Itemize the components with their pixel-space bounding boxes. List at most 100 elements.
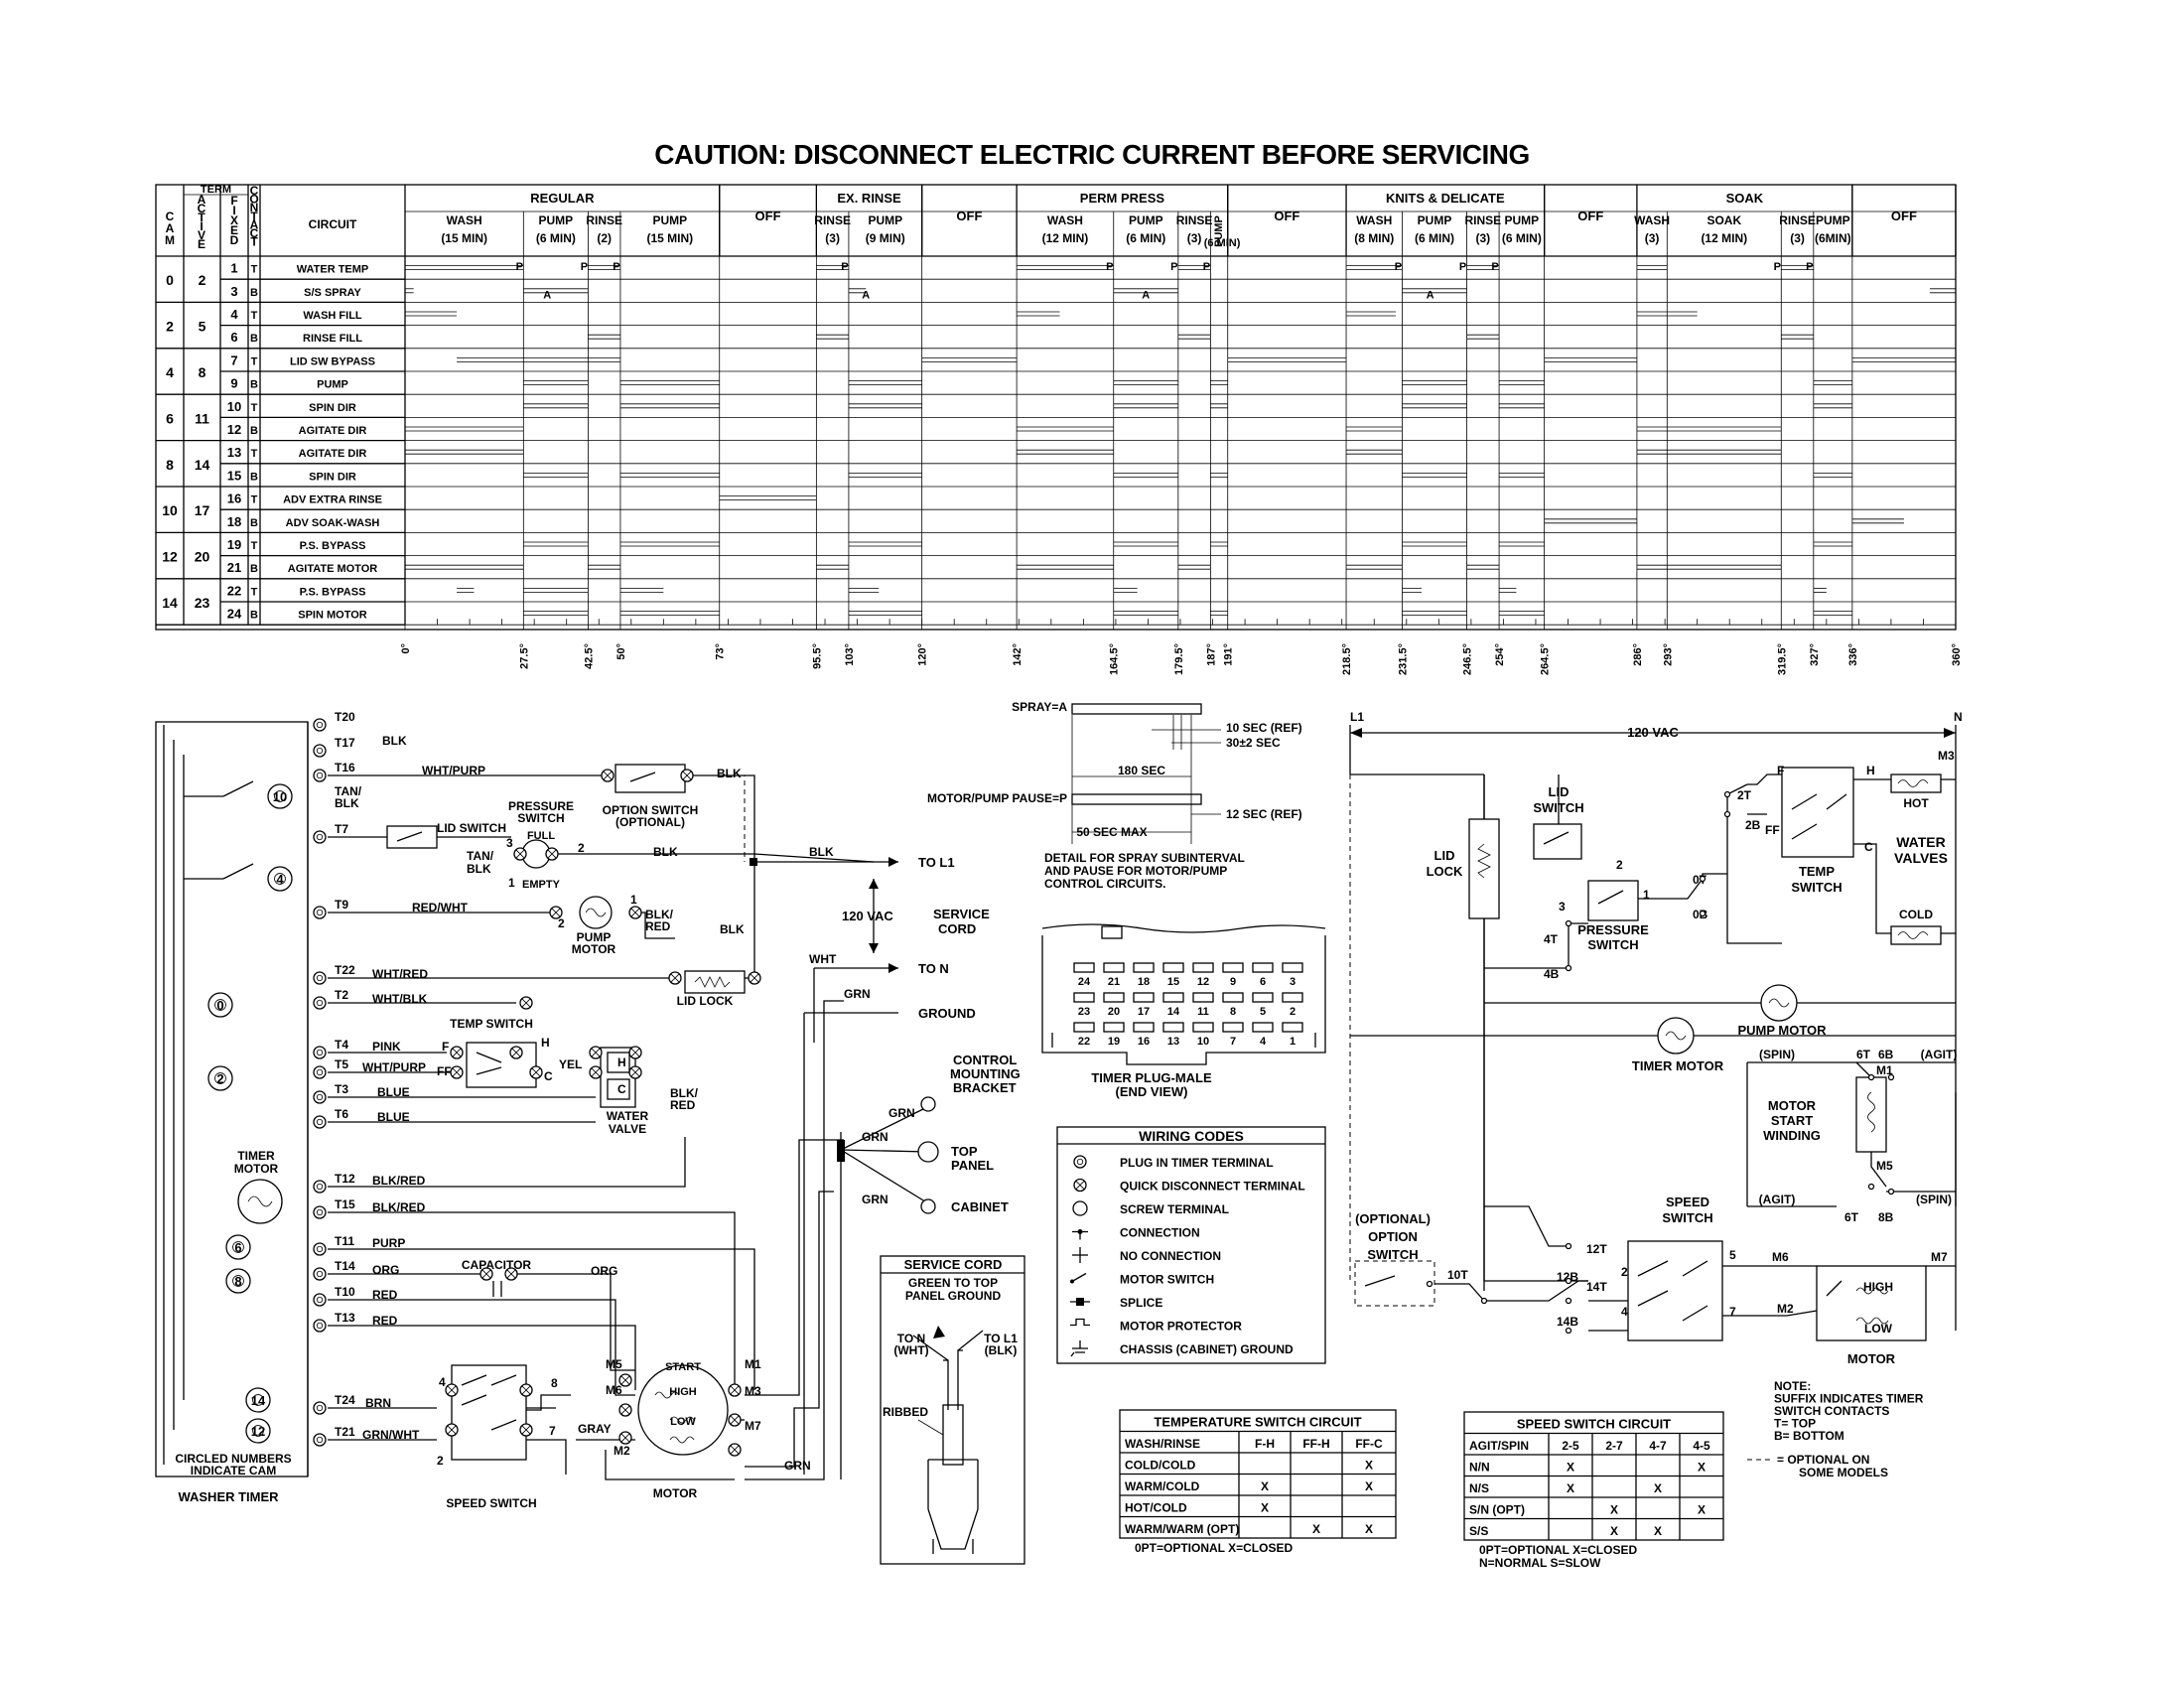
plug-pin-slot [1252, 992, 1274, 1003]
plug-pin-number: 1 [1290, 1036, 1296, 1048]
timer-terminal-t13 [313, 1319, 327, 1333]
plug-pin-number: 23 [1078, 1006, 1090, 1018]
active-term: 14 [195, 457, 210, 473]
schematic-terminal-label: 10T [1447, 1268, 1468, 1282]
contact-point [1867, 1183, 1875, 1191]
sub-duration: (6 MIN) [1126, 231, 1165, 245]
table-footer: 0PT=OPTIONAL X=CLOSED [1479, 1543, 1637, 1557]
circuit-name: AGITATE DIR [299, 448, 367, 460]
wire-color-label: RED [670, 1098, 696, 1112]
spray-marker: A [1427, 289, 1434, 301]
sub-duration: (8 MIN) [1354, 231, 1394, 245]
pressure-switch-label: SWITCH [1587, 937, 1638, 952]
plug-pin-number: 5 [1260, 1006, 1266, 1018]
optional-option-switch-label: SWITCH [1367, 1247, 1418, 1262]
lid-switch-label: LID [1549, 784, 1570, 799]
qd-cross [452, 1067, 462, 1077]
table-footer: 0PT=OPTIONAL X=CLOSED [1135, 1541, 1293, 1555]
capacitor-label: CAPACITOR [462, 1258, 532, 1272]
cam-switch-blade [222, 780, 254, 797]
terminal-label-t24: T24 [335, 1393, 355, 1407]
table-cell: WARM/WARM (OPT) [1125, 1522, 1239, 1536]
degree-label: 95.5° [811, 643, 823, 669]
contact-type: T [251, 586, 258, 598]
service-cord-note: GREEN TO TOP [908, 1276, 998, 1290]
contact-type: B [250, 563, 258, 575]
contact-type: B [250, 610, 258, 622]
terminal-label-t14: T14 [335, 1259, 355, 1273]
wire-color-label: TAN/ [467, 849, 494, 863]
motor-high-label: HIGH [669, 1386, 697, 1398]
sub-duration: (15 MIN) [441, 231, 487, 245]
wire-color-label: BLK/ [645, 908, 674, 921]
table-cell: X [1567, 1481, 1574, 1495]
cam-number: 0 [216, 998, 223, 1013]
plug-pin-slot [1103, 1022, 1125, 1033]
pause-marker: P [581, 261, 588, 273]
schem-temp-switch [1781, 767, 1854, 858]
speed-switch-label: SPEED SWITCH [446, 1496, 536, 1510]
header-contact: T [250, 210, 258, 223]
cord-to-l1: TO L1 [984, 1332, 1018, 1345]
fixed-term: 15 [227, 468, 241, 483]
table-cell: X [1261, 1479, 1269, 1493]
pin-label: 2 [437, 1454, 444, 1468]
temp-switch-box [466, 1042, 537, 1088]
pin-label: F [442, 1040, 449, 1054]
timer-plug-sub: (END VIEW) [1116, 1084, 1188, 1099]
contact-type: B [250, 517, 258, 529]
wire-color-label: BLK [467, 862, 491, 876]
timer-plug-label: TIMER PLUG-MALE [1091, 1070, 1212, 1085]
timer-terminal-t4 [313, 1046, 327, 1059]
schematic-terminal-label: C [1864, 840, 1873, 854]
contact-type: T [251, 448, 258, 460]
table-cell: COLD/COLD [1125, 1459, 1196, 1473]
speed-switch-box [451, 1364, 527, 1461]
pin-label: 1 [630, 893, 637, 907]
lid-lock-label: LID LOCK [677, 994, 734, 1008]
pin-label: M6 [606, 1383, 622, 1397]
header-fixed: X [230, 213, 238, 227]
sub-duration: (6MIN) [1815, 231, 1851, 245]
schematic-terminal-label: 2T [1737, 788, 1752, 802]
schematic-terminal-label: M5 [1876, 1159, 1893, 1173]
qd-cross [630, 908, 640, 917]
pause-marker: P [516, 261, 523, 273]
service-cord-title: SERVICE CORD [904, 1257, 1003, 1272]
plug-pin-slot [1282, 992, 1303, 1003]
contact-point [1426, 1280, 1433, 1288]
agit-label: (AGIT) [1921, 1048, 1958, 1061]
degree-label: 360° [1951, 643, 1963, 666]
schematic-terminal-label: 6B [1878, 1048, 1894, 1061]
wire-color-label: WHT/RED [372, 967, 428, 981]
table-cell: X [1365, 1522, 1373, 1536]
terminal-label-t3: T3 [335, 1082, 348, 1096]
sub-pump: PUMP [1213, 215, 1225, 247]
wire-color-label: GRN/WHT [362, 1428, 420, 1442]
caution-title: CAUTION: DISCONNECT ELECTRIC CURRENT BEF… [654, 139, 1530, 170]
terminal-label-t22: T22 [335, 963, 355, 977]
option-switch-box [614, 764, 686, 793]
degree-label: 73° [715, 643, 727, 660]
table-header: 2-5 [1562, 1439, 1579, 1453]
cam-number: 8 [166, 457, 174, 473]
washer-wiring: T20T17T16TAN/BLKT7T9T22T2T4T5T3T6T12T15T… [155, 710, 1021, 1510]
plug-pin-number: 19 [1108, 1036, 1120, 1048]
degree-label: 264.5° [1540, 643, 1552, 675]
qd-cross [531, 1067, 541, 1077]
pause-marker: P [1806, 261, 1813, 273]
lid-lock-label: LOCK [1427, 864, 1463, 879]
speed-switch-label: SPEED [1666, 1195, 1709, 1209]
pin-label: 3 [506, 836, 513, 850]
vac-label: 120 VAC [1627, 725, 1679, 740]
schematic-terminal-label: M2 [1777, 1302, 1794, 1316]
terminal-label-t17: T17 [335, 736, 355, 750]
wiring-code-item: SCREW TERMINAL [1120, 1202, 1229, 1216]
plug-pin-number: 12 [1197, 976, 1209, 988]
plug-pin-slot [1192, 962, 1214, 973]
header-active: E [198, 237, 205, 251]
wire-color-label: GRN [862, 1193, 888, 1206]
plug-pin-number: 7 [1230, 1036, 1236, 1048]
